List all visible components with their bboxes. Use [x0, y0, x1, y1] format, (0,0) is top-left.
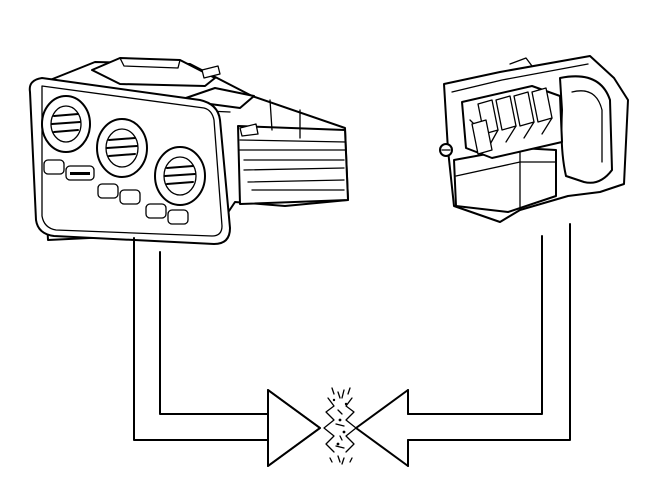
climate-control-panel	[28, 57, 349, 245]
left-arrow-head	[267, 389, 321, 467]
right-wire-inner	[407, 235, 543, 415]
temperature-knob	[41, 95, 91, 153]
spark-icon	[323, 387, 357, 465]
connector-module	[439, 55, 629, 223]
indicator-bar	[70, 172, 90, 175]
panel-button	[97, 183, 119, 199]
air-distribution-knob	[154, 146, 206, 206]
panel-buttons	[43, 159, 189, 225]
left-wire-inner	[159, 251, 269, 415]
left-wire-outer	[133, 237, 269, 441]
right-wire-outer	[407, 223, 571, 441]
wiring-harness	[133, 223, 571, 467]
right-arrow-head	[355, 389, 409, 467]
panel-button	[145, 203, 167, 219]
panel-button	[43, 159, 65, 175]
connector-pins	[469, 87, 553, 155]
mounting-screw-icon	[439, 143, 453, 157]
fan-speed-knob	[96, 118, 148, 178]
panel-tab	[239, 123, 259, 137]
panel-tab	[201, 65, 221, 79]
panel-button	[119, 189, 141, 205]
panel-button	[167, 209, 189, 225]
